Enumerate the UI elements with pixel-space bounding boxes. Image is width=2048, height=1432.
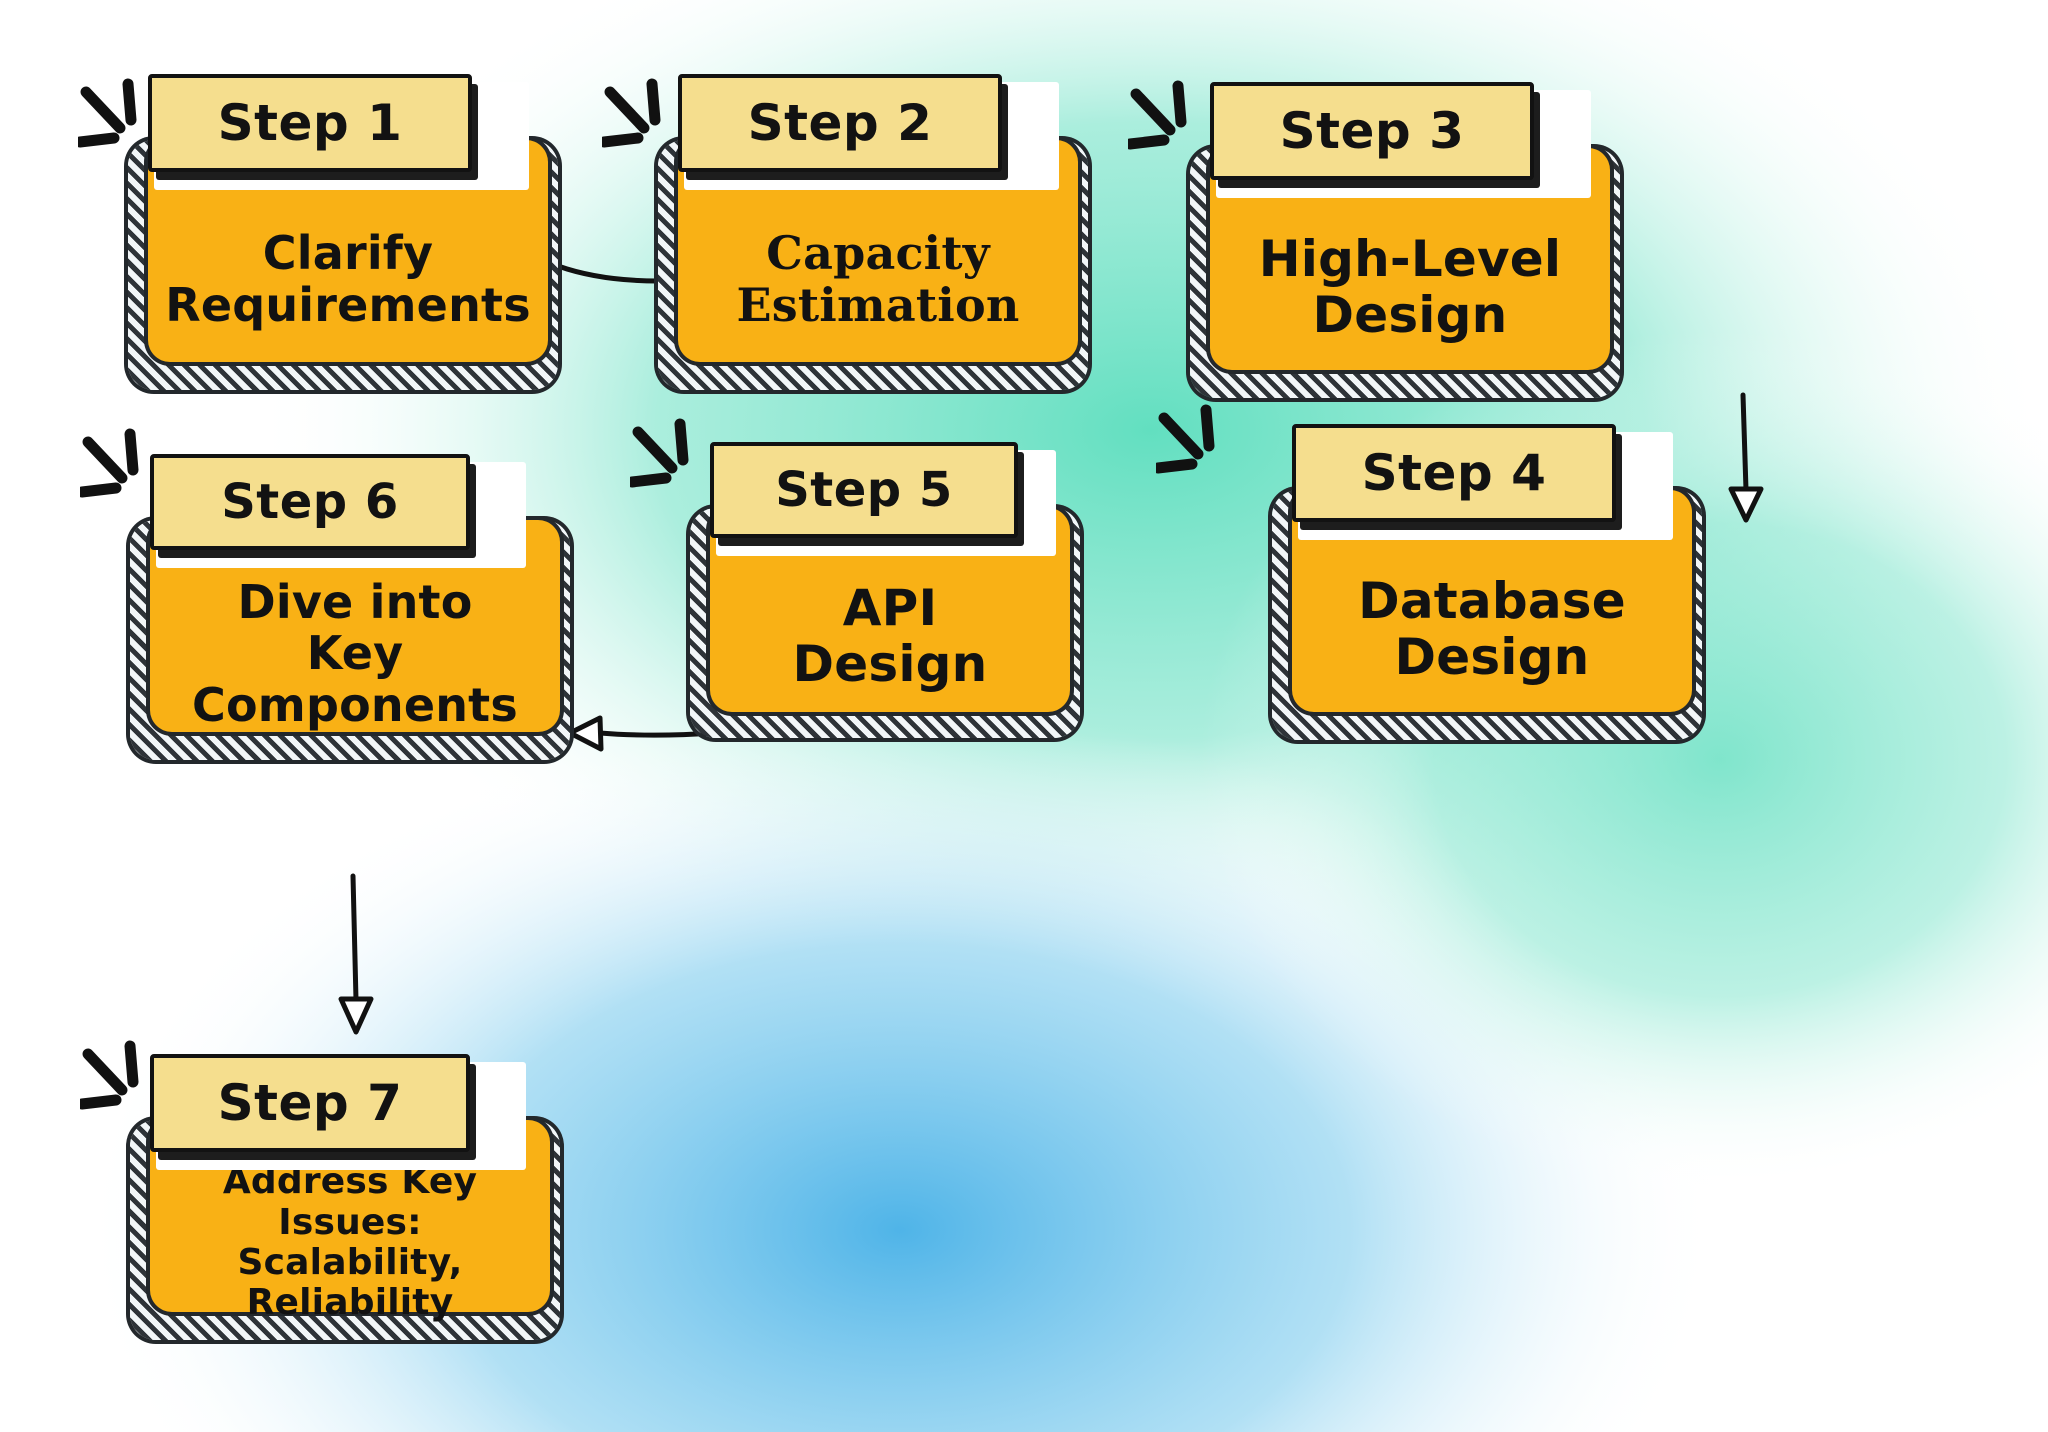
card-text-line: Scalability, Reliability (237, 1242, 463, 1324)
card-text-line: Estimation (736, 278, 1020, 332)
card-text-step4: Database Design (1348, 517, 1636, 685)
card-text-step6: Dive into Key Components (150, 521, 560, 732)
node-step3[interactable]: High-Level Design Step 3 (1190, 82, 1620, 398)
card-text-line: Design (1394, 628, 1590, 686)
node-step2[interactable]: Capacity Estimation Step 2 (658, 74, 1088, 390)
tab-label: Step 7 (217, 1074, 403, 1132)
node-step1[interactable]: Clarify Requirements Step 1 (128, 74, 558, 390)
card-text-step1: Clarify Requirements (155, 170, 541, 331)
tab-label: Step 2 (747, 94, 933, 152)
card-body-step6: Dive into Key Components (150, 520, 560, 732)
tab-step6[interactable]: Step 6 (150, 454, 470, 550)
card-text-step3: High-Level Design (1249, 175, 1572, 343)
card-text-step2: Capacity Estimation (726, 170, 1029, 331)
tab-label: Step 3 (1279, 102, 1465, 160)
tab-label: Step 6 (221, 474, 399, 530)
tab-step2[interactable]: Step 2 (678, 74, 1002, 172)
node-step7[interactable]: Address Key Issues: Scalability, Reliabi… (130, 1054, 560, 1340)
edge-step3-step4 (1728, 392, 1764, 523)
card-text-line: Design (792, 635, 988, 693)
tab-label: Step 5 (775, 462, 953, 518)
card-text-line: Key Components (192, 626, 518, 732)
tab-label: Step 1 (217, 94, 403, 152)
node-step6[interactable]: Dive into Key Components Step 6 (130, 454, 570, 760)
card-text-line: Design (1312, 286, 1508, 344)
tab-step4[interactable]: Step 4 (1292, 424, 1616, 522)
tab-step1[interactable]: Step 1 (148, 74, 472, 172)
card-text-line: Capacity (766, 226, 990, 281)
card-text-step5: API Design (783, 528, 998, 692)
card-text-line: High-Level (1258, 230, 1562, 288)
tab-step5[interactable]: Step 5 (710, 442, 1018, 538)
node-step5[interactable]: API Design Step 5 (690, 442, 1080, 738)
card-text-line: Database (1358, 572, 1626, 630)
node-step4[interactable]: Database Design Step 4 (1272, 424, 1702, 740)
card-text-line: Requirements (165, 278, 531, 332)
card-text-line: Clarify (262, 226, 434, 281)
tab-label: Step 4 (1361, 444, 1547, 502)
tab-step3[interactable]: Step 3 (1210, 82, 1534, 180)
edge-step6-step7 (338, 873, 374, 1035)
card-text-line: Dive into (237, 574, 473, 629)
tab-step7[interactable]: Step 7 (150, 1054, 470, 1152)
card-text-line: Address Key Issues: (222, 1161, 478, 1243)
card-text-line: API (842, 579, 938, 637)
